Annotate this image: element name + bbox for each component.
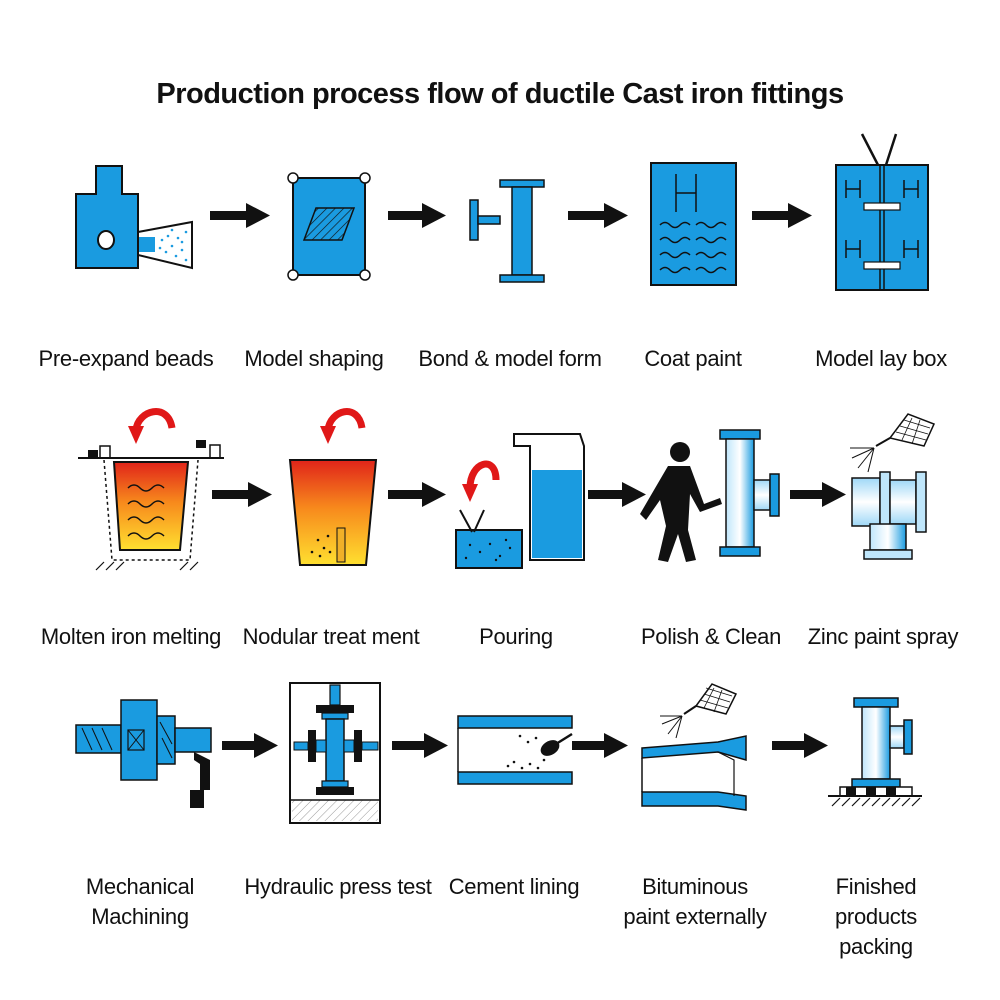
flow-arrow xyxy=(212,482,272,507)
step-label-model-lay-box: Model lay box xyxy=(815,346,947,371)
cement-lining-icon xyxy=(457,715,573,785)
step-label-nodular-treatment: Nodular treat ment xyxy=(242,624,420,649)
bond-model-form-icon xyxy=(469,179,545,283)
flow-arrow xyxy=(388,203,446,228)
step-label-pre-expand-beads: Pre-expand beads xyxy=(38,346,214,371)
nodular-treatment-icon xyxy=(288,408,378,566)
flow-arrow xyxy=(790,482,846,507)
mechanical-machining-icon xyxy=(75,699,212,808)
flow-arrows xyxy=(210,203,846,758)
flow-arrow xyxy=(588,482,646,507)
bituminous-paint-icon xyxy=(641,683,747,811)
flow-arrow xyxy=(392,733,448,758)
step-label-pouring: Pouring xyxy=(479,624,553,649)
hydraulic-press-test-icon xyxy=(289,682,381,824)
finished-products-packing-icon xyxy=(828,697,922,807)
step-label-coat-paint: Coat paint xyxy=(644,346,742,371)
zinc-paint-spray-icon xyxy=(850,413,936,560)
pre-expand-beads-icon xyxy=(75,165,193,270)
step-label-mechanical-machining: Mechanical Machining xyxy=(85,874,195,929)
polish-clean-icon xyxy=(640,429,780,562)
model-shaping-icon xyxy=(287,172,371,281)
molten-iron-melting-icon xyxy=(78,408,224,571)
step-label-zinc-paint-spray: Zinc paint spray xyxy=(807,624,959,649)
flow-arrow xyxy=(568,203,628,228)
step-label-bond-model-form: Bond & model form xyxy=(418,346,602,371)
flow-arrow xyxy=(772,733,828,758)
diagram-title: Production process flow of ductile Cast … xyxy=(156,78,844,110)
flow-arrow xyxy=(572,733,628,758)
flow-arrow xyxy=(752,203,812,228)
coat-paint-icon xyxy=(650,162,737,286)
step-label-finished-products-packing: Finished products packing xyxy=(835,874,917,959)
pouring-icon xyxy=(455,433,585,569)
step-label-molten-iron-melting: Molten iron melting xyxy=(40,624,222,649)
flow-arrow xyxy=(222,733,278,758)
step-label-bituminous-paint: Bituminous paint externally xyxy=(623,874,767,929)
step-label-cement-lining: Cement lining xyxy=(448,874,580,899)
flow-arrow xyxy=(388,482,446,507)
step-label-hydraulic-press-test: Hydraulic press test xyxy=(244,874,432,899)
flow-arrow xyxy=(210,203,270,228)
step-label-polish-clean: Polish & Clean xyxy=(640,624,782,649)
step-label-model-shaping: Model shaping xyxy=(244,346,384,371)
model-lay-box-icon xyxy=(835,133,929,291)
